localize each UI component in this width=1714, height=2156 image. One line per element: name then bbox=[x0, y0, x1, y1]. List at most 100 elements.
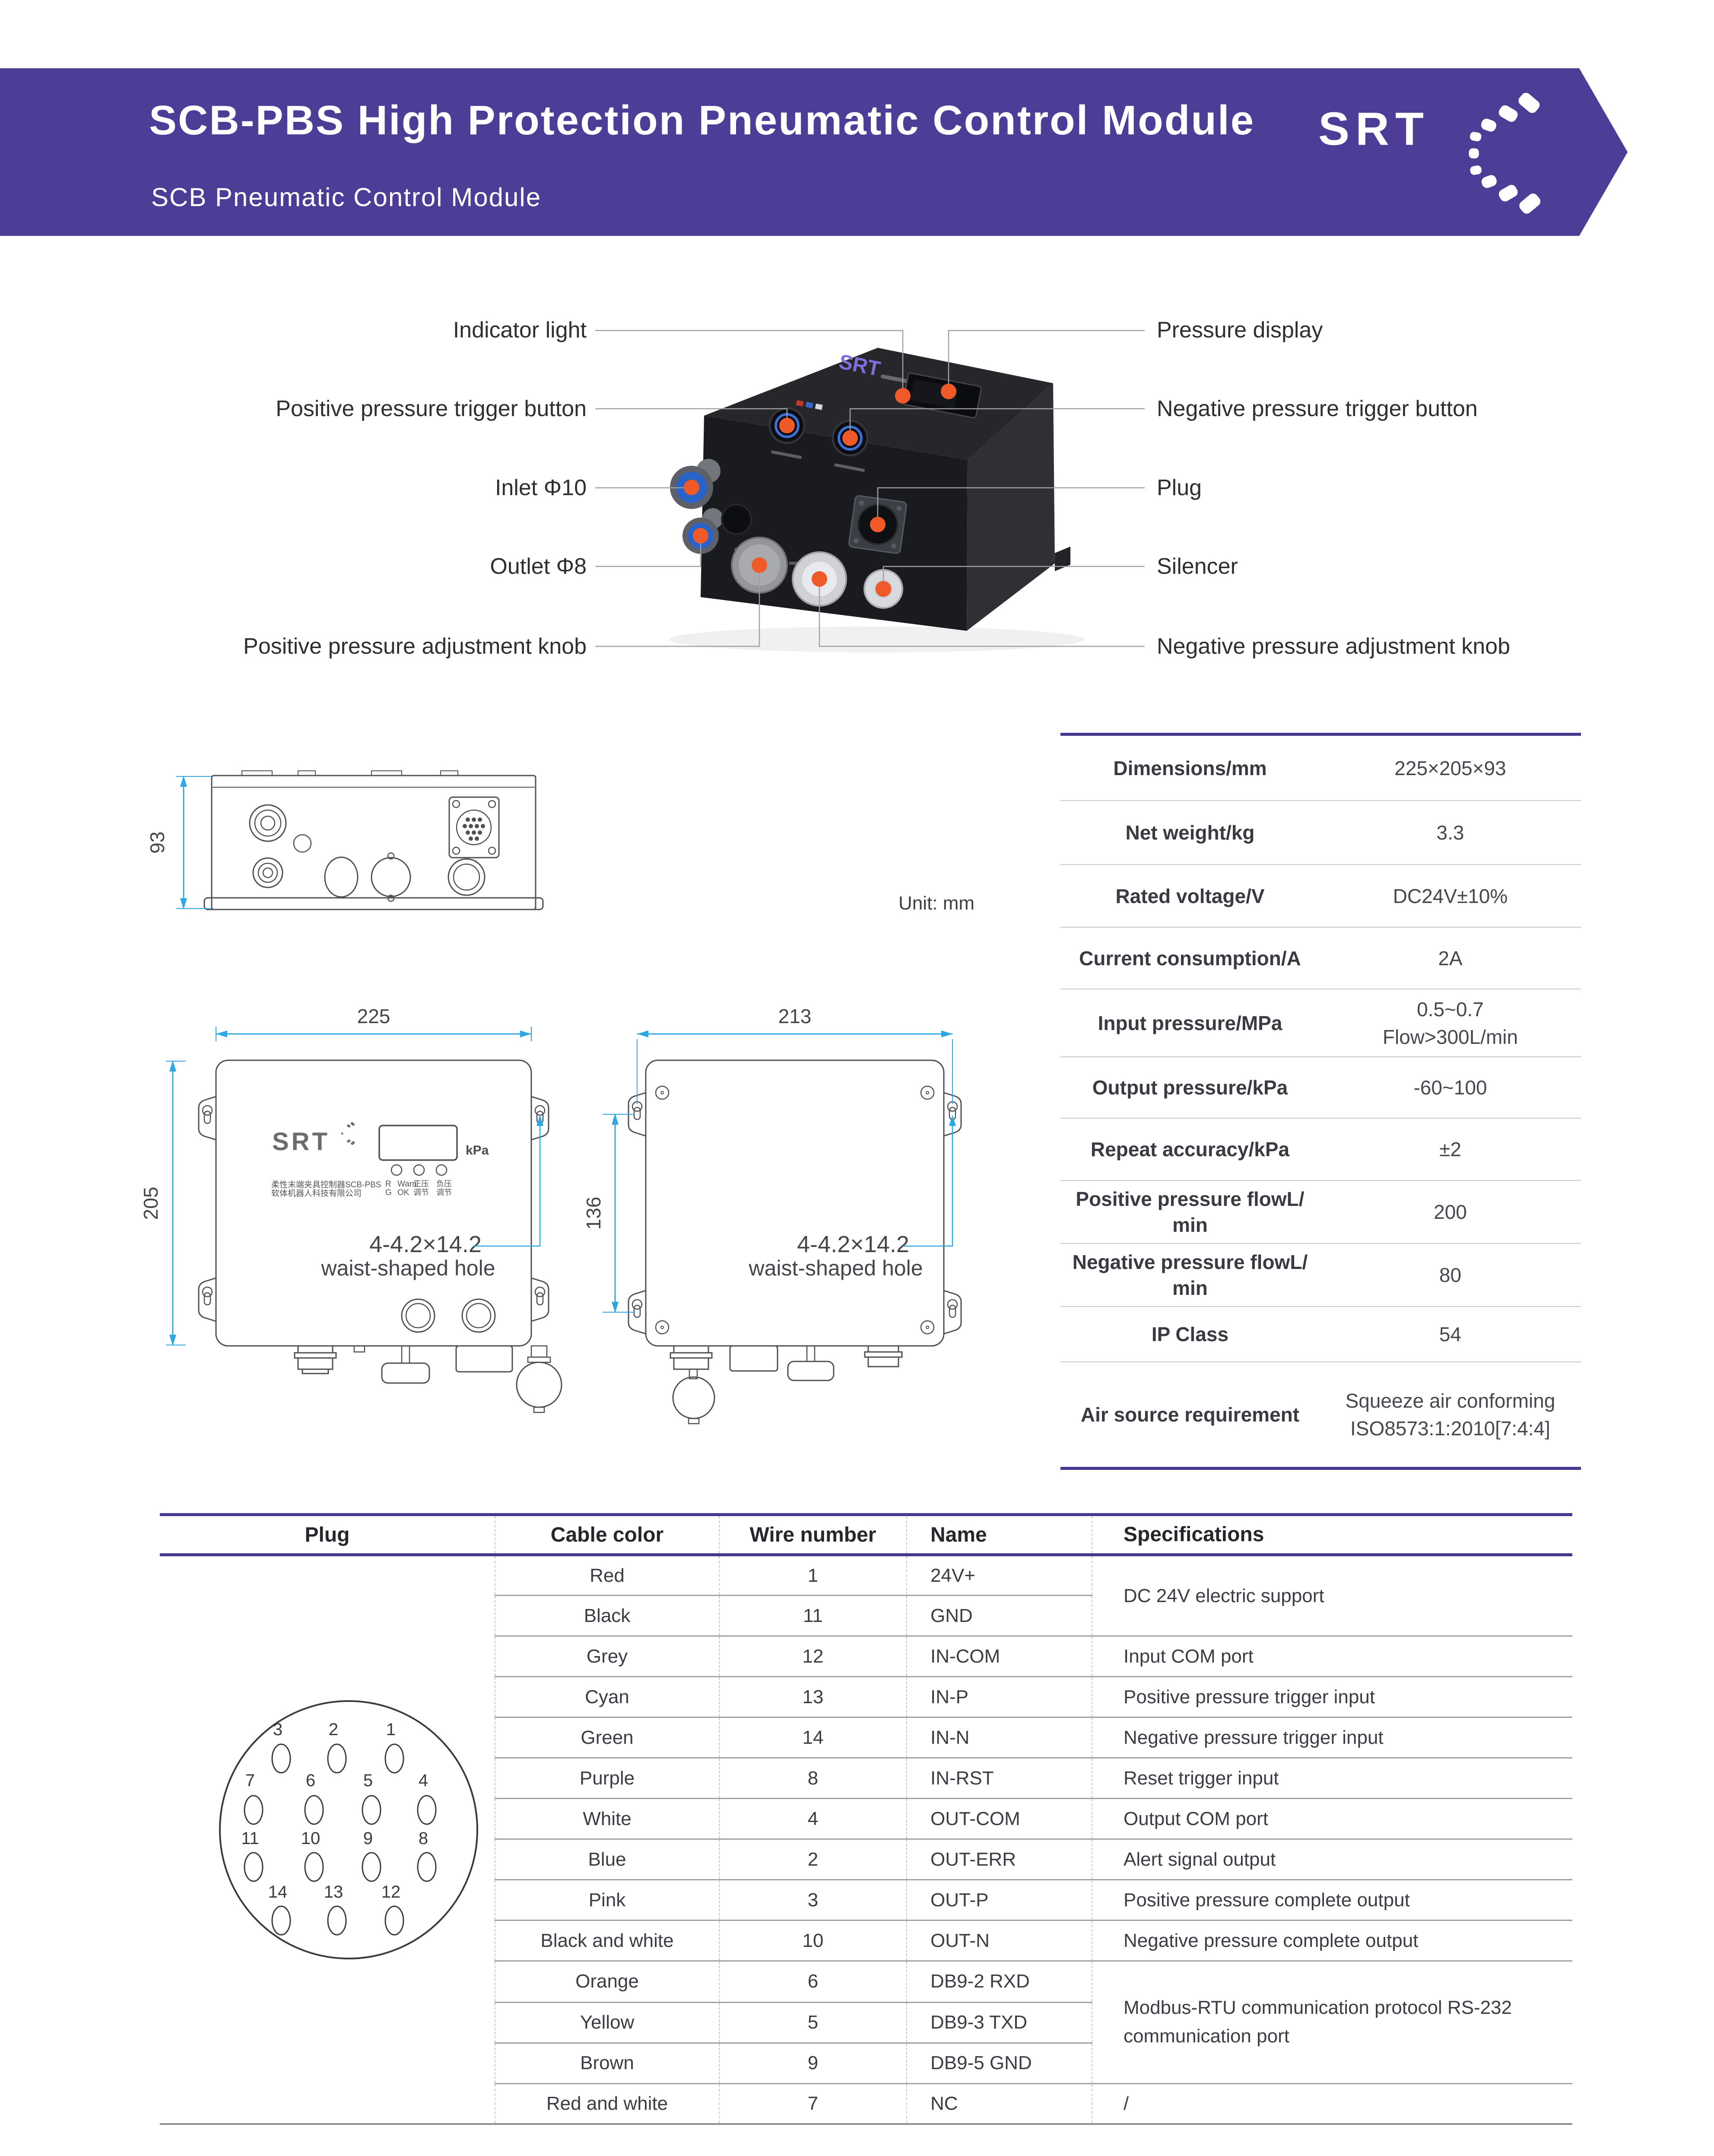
srt-claw-icon bbox=[1469, 92, 1541, 214]
spec-cell: Output COM port bbox=[1092, 1798, 1572, 1840]
side-height-dim: 93 bbox=[146, 831, 168, 853]
callout-indicator-light: Indicator light bbox=[453, 318, 587, 343]
rear-hole-note-2: waist-shaped hole bbox=[748, 1256, 923, 1280]
wire-number-cell: 13 bbox=[719, 1676, 907, 1718]
callout-pressure-display: Pressure display bbox=[1157, 318, 1323, 343]
rear-width-dim: 213 bbox=[778, 1005, 812, 1027]
cable-color-cell: Yellow bbox=[495, 2002, 719, 2044]
pin-number: 14 bbox=[268, 1883, 288, 1902]
cable-color-cell: Blue bbox=[495, 1839, 719, 1880]
spec-row-current: Current consumption/A 2A bbox=[1060, 928, 1581, 989]
callout-plug: Plug bbox=[1157, 475, 1202, 500]
spec-cell: Positive pressure complete output bbox=[1092, 1879, 1572, 1921]
spec-cell: Negative pressure complete output bbox=[1092, 1920, 1572, 1962]
callout-negative-knob: Negative pressure adjustment knob bbox=[1157, 634, 1511, 659]
plug-pin-numbers: 3 2 1 7 6 5 4 11 10 9 8 14 13 12 bbox=[241, 1720, 428, 1902]
rear-view-dimensions: 213 136 bbox=[582, 1005, 956, 1313]
name-cell: DB9-5 GND bbox=[906, 2043, 1092, 2084]
cable-color-cell: Cyan bbox=[495, 1676, 719, 1718]
spec-row-negative-flow: Negative pressure flowL/ min 80 bbox=[1060, 1244, 1581, 1307]
device-text-line1: 柔性末端夹具控制器SCB-PBS bbox=[271, 1180, 381, 1189]
spec-label: Output pressure/kPa bbox=[1092, 1076, 1288, 1099]
spec-value: Squeeze air conforming ISO8573:1:2010[7:… bbox=[1345, 1390, 1555, 1440]
cable-color-cell: Brown bbox=[495, 2043, 719, 2084]
plug-pin-diagram: 3 2 1 7 6 5 4 11 10 9 8 14 13 12 bbox=[219, 1700, 478, 1959]
wire-number-cell: 4 bbox=[719, 1798, 907, 1840]
spec-cell: Modbus-RTU communication protocol RS-232… bbox=[1092, 1961, 1572, 2084]
front-kpa-label: kPa bbox=[466, 1143, 489, 1157]
cable-color-cell: White bbox=[495, 1798, 719, 1840]
unit-note: Unit: mm bbox=[898, 893, 974, 914]
spec-row-air-source: Air source requirement Squeeze air confo… bbox=[1060, 1362, 1581, 1467]
spec-row-voltage: Rated voltage/V DC24V±10% bbox=[1060, 865, 1581, 928]
spec-label: IP Class bbox=[1151, 1323, 1229, 1345]
wire-number-cell: 7 bbox=[719, 2083, 907, 2124]
spec-row-output-pressure: Output pressure/kPa -60~100 bbox=[1060, 1057, 1581, 1119]
blank-cap bbox=[721, 504, 752, 535]
spec-value: -60~100 bbox=[1413, 1076, 1487, 1099]
callout-silencer: Silencer bbox=[1157, 554, 1238, 579]
spec-row-weight: Net weight/kg 3.3 bbox=[1060, 801, 1581, 865]
spec-cell: Reset trigger input bbox=[1092, 1758, 1572, 1799]
name-cell: OUT-ERR bbox=[906, 1839, 1092, 1880]
cable-color-cell: Pink bbox=[495, 1879, 719, 1921]
spec-row-ip-class: IP Class 54 bbox=[1060, 1307, 1581, 1362]
wire-number-cell: 3 bbox=[719, 1879, 907, 1921]
name-cell: IN-P bbox=[906, 1676, 1092, 1718]
callout-positive-trigger: Positive pressure trigger button bbox=[276, 396, 587, 421]
spec-cell: DC 24V electric support bbox=[1092, 1555, 1572, 1637]
pin-row-yellow: Yellow 5 DB9-3 TXD bbox=[160, 2002, 1572, 2044]
spec-label: Positive pressure flowL/ min bbox=[1076, 1188, 1305, 1236]
rear-height-dim: 136 bbox=[582, 1197, 605, 1230]
callout-inlet: Inlet Φ10 bbox=[495, 475, 587, 500]
wire-number-cell: 6 bbox=[719, 1961, 907, 2003]
wire-number-cell: 5 bbox=[719, 2002, 907, 2044]
callout-outlet: Outlet Φ8 bbox=[490, 554, 587, 579]
name-cell: OUT-P bbox=[906, 1879, 1092, 1921]
spec-value: DC24V±10% bbox=[1393, 884, 1508, 907]
spec-row-dimensions: Dimensions/mm 225×205×93 bbox=[1060, 736, 1581, 801]
pin-number: 7 bbox=[245, 1771, 255, 1790]
name-cell: OUT-COM bbox=[906, 1798, 1092, 1840]
pin-number: 13 bbox=[324, 1883, 343, 1902]
cable-color-cell: Red bbox=[495, 1555, 719, 1596]
header-name: Name bbox=[906, 1513, 1092, 1556]
pin-row-black: Black 11 GND bbox=[160, 1595, 1572, 1637]
technical-drawings: 93 Unit: mm bbox=[140, 770, 974, 1425]
spec-label: Negative pressure flowL/ min bbox=[1072, 1251, 1308, 1299]
led-label-ok: OK bbox=[397, 1188, 409, 1197]
pin-number: 11 bbox=[241, 1829, 259, 1848]
led-label-g: G bbox=[385, 1188, 392, 1197]
neg-knob-label-1: 负压 bbox=[436, 1180, 452, 1188]
front-width-dim: 225 bbox=[357, 1005, 390, 1027]
spec-value: 225×205×93 bbox=[1394, 757, 1506, 779]
spec-label: Air source requirement bbox=[1080, 1403, 1300, 1426]
wire-number-cell: 1 bbox=[719, 1555, 907, 1596]
spec-value: ±2 bbox=[1439, 1138, 1461, 1161]
spec-row-positive-flow: Positive pressure flowL/ min 200 bbox=[1060, 1181, 1581, 1244]
spec-cell: / bbox=[1092, 2083, 1572, 2124]
pin-row-brown: Brown 9 DB9-5 GND bbox=[160, 2043, 1572, 2084]
cable-color-cell: Orange bbox=[495, 1961, 719, 2003]
pin-row-purple: Purple 8 IN-RST Reset trigger input bbox=[160, 1758, 1572, 1799]
pinout-header-row: Plug Cable color Wire number Name Specif… bbox=[160, 1513, 1572, 1556]
name-cell: 24V+ bbox=[906, 1555, 1092, 1596]
pin-row-orange: Orange 6 DB9-2 RXD Modbus-RTU communicat… bbox=[160, 1961, 1572, 2084]
pin-number: 12 bbox=[381, 1883, 401, 1902]
device-top-panel: SRT bbox=[768, 350, 982, 472]
spec-table: Dimensions/mm 225×205×93 Net weight/kg 3… bbox=[1060, 733, 1581, 1470]
pin-row-cyan: Cyan 13 IN-P Positive pressure trigger i… bbox=[160, 1676, 1572, 1718]
pos-knob-label-1: 正压 bbox=[413, 1180, 429, 1188]
header-plug: Plug bbox=[160, 1513, 495, 1556]
pin-number: 3 bbox=[273, 1720, 282, 1739]
callout-dots bbox=[684, 384, 956, 597]
name-cell: IN-COM bbox=[906, 1636, 1092, 1677]
srt-logo-text: SRT bbox=[1318, 102, 1430, 155]
pin-number: 9 bbox=[363, 1829, 373, 1848]
neg-knob-label-2: 调节 bbox=[436, 1188, 452, 1197]
spec-label: Current consumption/A bbox=[1079, 947, 1301, 970]
front-srt-logo: SRT bbox=[272, 1128, 330, 1156]
spec-cell: Input COM port bbox=[1092, 1636, 1572, 1677]
spec-label: Input pressure/MPa bbox=[1098, 1011, 1282, 1034]
led-label-r: R bbox=[385, 1180, 391, 1189]
